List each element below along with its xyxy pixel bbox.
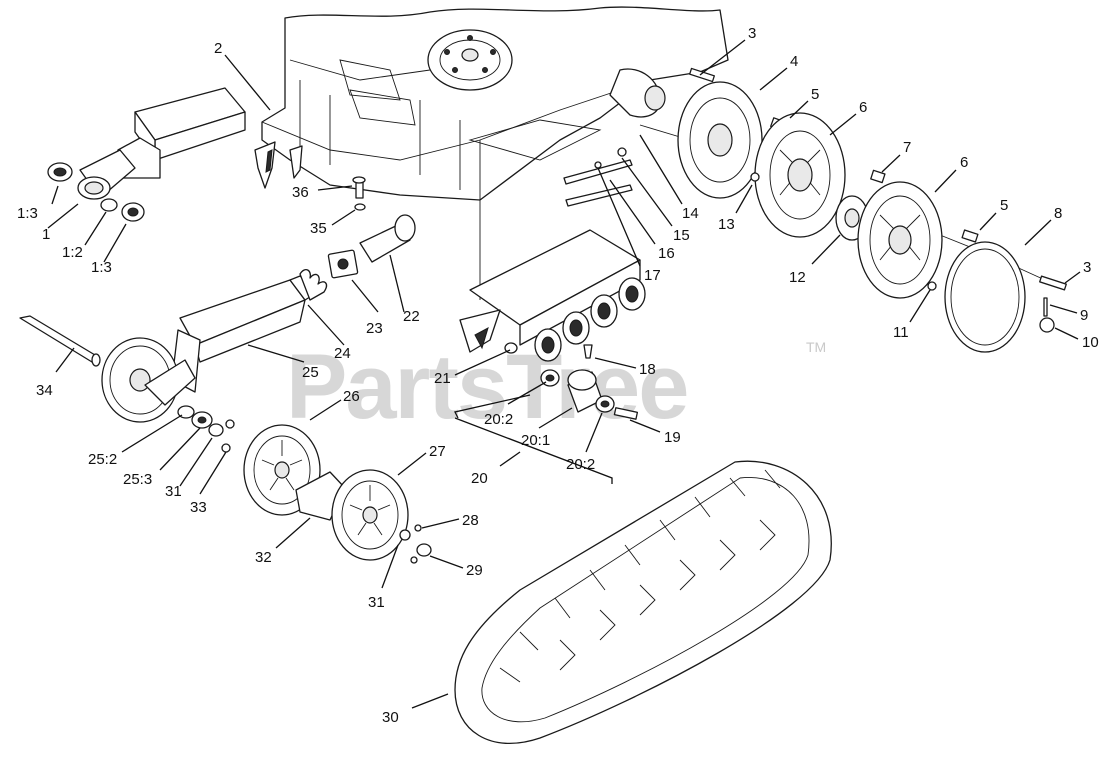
callout-24: 24: [334, 345, 351, 362]
callout-20-2-left: 20:2: [484, 411, 513, 428]
callout-16: 16: [658, 245, 675, 262]
callout-13: 13: [718, 216, 735, 233]
callout-1-3-right: 1:3: [91, 259, 112, 276]
callout-29: 29: [466, 562, 483, 579]
callout-25: 25: [302, 364, 319, 381]
callout-21: 21: [434, 370, 451, 387]
callout-20-2-right: 20:2: [566, 456, 595, 473]
callout-36: 36: [292, 184, 309, 201]
callout-5-right: 5: [1000, 197, 1008, 214]
leader-lines: [47, 39, 1081, 709]
callout-3-right: 3: [1083, 259, 1091, 276]
callout-25-3: 25:3: [123, 471, 152, 488]
callout-25-2: 25:2: [88, 451, 117, 468]
callout-1-2: 1:2: [62, 244, 83, 261]
callout-7: 7: [903, 139, 911, 156]
callout-labels: 2 3 4 5 6 7 6 5 8 3 9 10 11 12 13 14 15 …: [17, 25, 1099, 726]
callout-1-3-left: 1:3: [17, 205, 38, 222]
callout-9: 9: [1080, 307, 1088, 324]
idler-wheels: [221, 419, 432, 564]
callout-17: 17: [644, 267, 661, 284]
callout-12: 12: [789, 269, 806, 286]
callout-20: 20: [471, 470, 488, 487]
callout-15: 15: [673, 227, 690, 244]
tensioner-assembly: [19, 214, 416, 437]
callout-32: 32: [255, 549, 272, 566]
callout-27: 27: [429, 443, 446, 460]
drive-hub-assembly: [677, 67, 1067, 353]
callout-18: 18: [639, 361, 656, 378]
bolt-36: [352, 176, 366, 211]
callout-31-left: 31: [165, 483, 182, 500]
callout-6-top: 6: [859, 99, 867, 116]
callout-35: 35: [310, 220, 327, 237]
watermark-trademark: TM: [806, 339, 826, 355]
roller-assembly: [459, 147, 646, 420]
callout-19: 19: [664, 429, 681, 446]
callout-20-1: 20:1: [521, 432, 550, 449]
rubber-track: [454, 460, 832, 744]
callout-30: 30: [382, 709, 399, 726]
callout-8: 8: [1054, 205, 1062, 222]
watermark-text: PartsTree: [286, 336, 687, 438]
callout-1: 1: [42, 226, 50, 243]
callout-22: 22: [403, 308, 420, 325]
callout-11: 11: [893, 324, 909, 341]
callout-6-right: 6: [960, 154, 968, 171]
callout-28: 28: [462, 512, 479, 529]
callout-4: 4: [790, 53, 798, 70]
callout-33: 33: [190, 499, 207, 516]
callout-3-top: 3: [748, 25, 756, 42]
callout-14: 14: [682, 205, 699, 222]
callout-2: 2: [214, 40, 222, 57]
callout-34: 34: [36, 382, 53, 399]
callout-10: 10: [1082, 334, 1099, 351]
callout-23: 23: [366, 320, 383, 337]
callout-31-lower: 31: [368, 594, 385, 611]
callout-26: 26: [343, 388, 360, 405]
left-tube-assembly: [47, 87, 246, 222]
callout-5-top: 5: [811, 86, 819, 103]
main-frame: [254, 6, 1046, 300]
